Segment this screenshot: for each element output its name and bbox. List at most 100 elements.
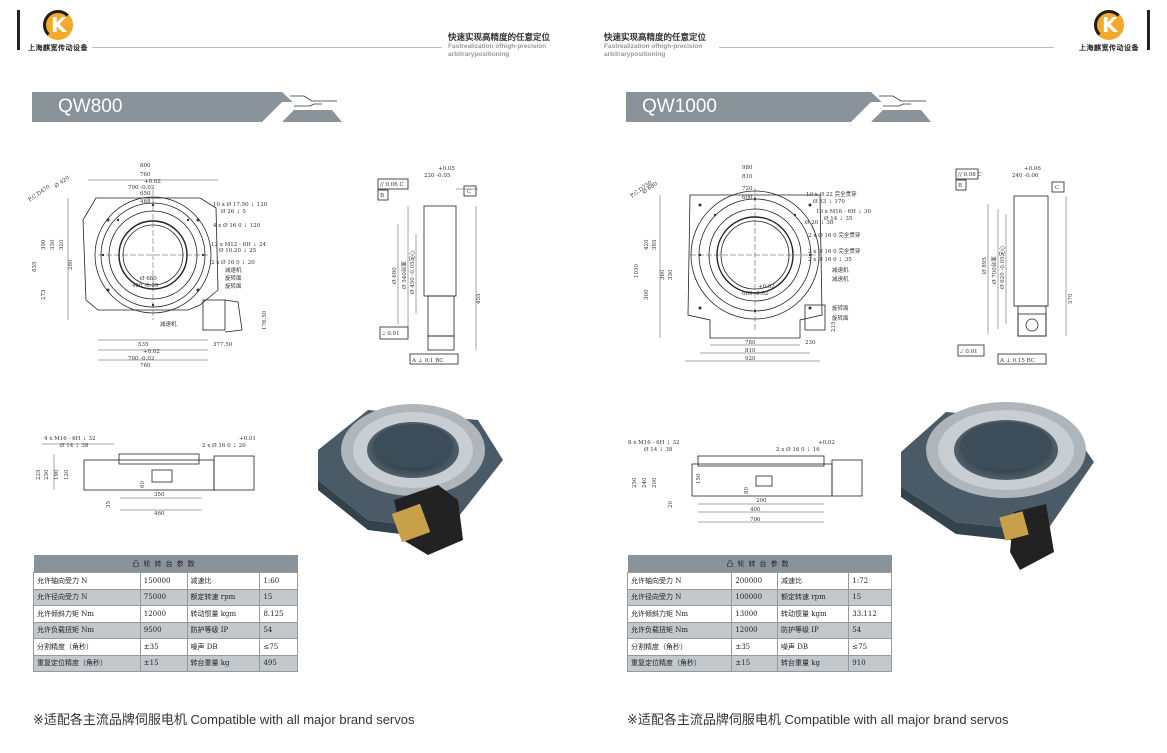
tagline: 快速实现高精度的任意定位 Fastrealization ofhigh-prec… xyxy=(448,31,550,59)
dim-holes-6: 2 x Ø 16 0 ⇣ 20 xyxy=(211,259,255,266)
spec-label: 转动惯量 kgm xyxy=(777,605,850,623)
page-left: K 上海麒宽传动设备 快速实现高精度的任意定位 Fastrealization … xyxy=(0,0,583,753)
front-w-700: 700 xyxy=(750,517,761,523)
spec-value: 150000 xyxy=(139,572,188,590)
label-3: 旋转面 xyxy=(832,304,849,312)
page-right: 快速实现高精度的任意定位 Fastrealization ofhigh-prec… xyxy=(584,0,1167,753)
dim-holes-6: 2 x Ø 16 0 完全贯穿 xyxy=(808,231,861,239)
side-220: 220 -0.05 xyxy=(424,173,451,179)
spec-value: 495 xyxy=(259,654,298,672)
label-4: 减速机 xyxy=(160,320,177,328)
dim-v-360: 360 xyxy=(660,269,666,280)
dim-holes-5: Ø 10.20 ⇣ 25 xyxy=(219,247,257,254)
banner-decoration xyxy=(851,92,936,122)
side-height: 570 xyxy=(1068,293,1074,304)
spec-table: 凸轮转台参数 允许轴向受力 N 200000 减速比 1:72 允许径向受力 N… xyxy=(626,555,892,672)
spec-label: 防护等级 IP xyxy=(777,621,850,639)
side-tol: +0.05 xyxy=(438,166,455,172)
front-tol: +0.02 xyxy=(818,440,835,446)
label-4: 旋转面 xyxy=(832,314,849,322)
spec-value: 100000 xyxy=(731,588,779,606)
dim-v-390: 390 xyxy=(41,239,47,250)
dim-v-835: 835 xyxy=(32,261,38,272)
spec-label: 转台重量 kg xyxy=(777,654,850,672)
label-2: 减速机 xyxy=(832,275,849,283)
brand-logo: K 上海麒宽传动设备 xyxy=(1073,10,1145,53)
dim-v-330: 330 xyxy=(668,269,674,280)
tagline-cn: 快速实现高精度的任意定位 xyxy=(604,32,707,42)
top-view-drawing: 800 760 +0.02 700 -0.02 650 468 10 x Ø 1… xyxy=(28,163,268,369)
dim-holes-3: 4 x Ø 16 0 ⇣ 120 xyxy=(213,222,261,229)
tagline-en-2: arbitrarypositioning xyxy=(604,51,666,58)
header-bar xyxy=(17,10,20,50)
label-1: 减速机 xyxy=(832,266,849,274)
logo-mark-icon: K xyxy=(1094,10,1124,40)
dim-side-right: 215 xyxy=(831,321,837,332)
spec-table-header: 凸轮转台参数 xyxy=(33,555,298,573)
dim-v-1030: 1030 xyxy=(634,264,640,278)
dim-810: 810 xyxy=(742,174,753,180)
dim-tol: +0.02 xyxy=(144,179,161,185)
spec-value: 54 xyxy=(848,621,892,639)
spec-label: 减速比 xyxy=(777,572,850,590)
dim-holes-1: 10 x Ø 17.50 ⇣ 120 xyxy=(213,201,268,208)
spec-label: 允许轴向受力 N xyxy=(626,572,733,590)
front-h-230: 230 xyxy=(44,469,50,480)
dim-holes-2: Ø 33 ⇣ 170 xyxy=(813,198,845,205)
model-title: QW1000 xyxy=(626,92,861,122)
dim-width: 800 xyxy=(140,163,151,169)
dim-b-230: 230 xyxy=(805,340,816,346)
spec-value: ±15 xyxy=(731,654,779,672)
tagline-en-1: Fastrealization ofhigh-precision xyxy=(448,43,547,50)
dim-b-760: 760 xyxy=(140,363,151,369)
spec-label: 重复定位精度（角秒） xyxy=(33,654,141,672)
spec-label: 允许负载扭矩 Nm xyxy=(626,621,733,639)
dim-holes-3: 16 x M16 - 6H ⇣ 30 xyxy=(816,209,871,215)
spec-value: ±15 xyxy=(139,654,188,672)
dim-720: 720 xyxy=(742,186,753,192)
spec-label: 允许倾斜力矩 Nm xyxy=(33,605,141,623)
dim-pcd: P.C.D470 xyxy=(28,184,52,204)
front-thread: 4 x M16 - 6H ⇣ 32 xyxy=(44,436,95,442)
spec-value: 12000 xyxy=(139,605,188,623)
dim-v-320: 320 xyxy=(59,239,65,250)
front-h-240: 240 xyxy=(642,477,648,488)
spec-value: 8.125 xyxy=(259,605,298,623)
front-thread: 8 x M16 - 6H ⇣ 32 xyxy=(628,440,679,446)
spec-value: ±35 xyxy=(731,638,779,656)
front-h-200: 200 xyxy=(652,477,658,488)
side-d3: Ø 450 -0.05定心 xyxy=(408,250,416,294)
banner-decoration xyxy=(262,92,347,122)
side-parallel: // 0.06 C xyxy=(380,182,404,188)
tagline: 快速实现高精度的任意定位 Fastrealization ofhigh-prec… xyxy=(604,31,706,59)
front-h-225: 225 xyxy=(36,469,42,480)
tagline-cn: 快速实现高精度的任意定位 xyxy=(448,32,551,42)
side-datum-b: B xyxy=(380,193,384,199)
dim-v-300: 300 xyxy=(644,289,650,300)
spec-label: 转动惯量 kgm xyxy=(186,605,261,623)
front-h-80: 80 xyxy=(744,487,750,494)
dim-760: 760 xyxy=(140,172,151,178)
spec-label: 允许径向受力 N xyxy=(33,588,141,606)
spec-value: 15 xyxy=(848,588,892,606)
dim-700: 700 -0.02 xyxy=(128,185,154,191)
dim-inner-2: 480 -0.05 xyxy=(132,283,159,289)
side-view-drawing: +0.05 220 -0.05 // 0.06 C B C 455 Ø 680 … xyxy=(377,166,482,365)
spec-value: 54 xyxy=(259,621,298,639)
spec-value: 75000 xyxy=(139,588,188,606)
dim-d1: Ø 420 xyxy=(53,174,71,190)
dim-width: 980 xyxy=(742,165,753,171)
dim-holes-4: Ø 14 ⇣ 35 xyxy=(824,215,853,222)
spec-label: 允许倾斜力矩 Nm xyxy=(626,605,733,623)
side-tol: +0.06 xyxy=(1024,166,1041,172)
spec-label: 噪声 DB xyxy=(186,638,261,656)
product-render-image xyxy=(318,404,503,555)
side-parallel: // 0.08 C xyxy=(958,172,982,178)
front-w-200: 200 xyxy=(756,498,767,504)
spec-value: 12000 xyxy=(731,621,779,639)
spec-value: 15 xyxy=(259,588,298,606)
logo-mark-icon: K xyxy=(43,10,73,40)
spec-value: ±35 xyxy=(139,638,188,656)
dim-holes-4: 12 x M12 - 6H ⇣ 24 xyxy=(211,242,266,248)
spec-value: 200000 xyxy=(731,572,779,590)
